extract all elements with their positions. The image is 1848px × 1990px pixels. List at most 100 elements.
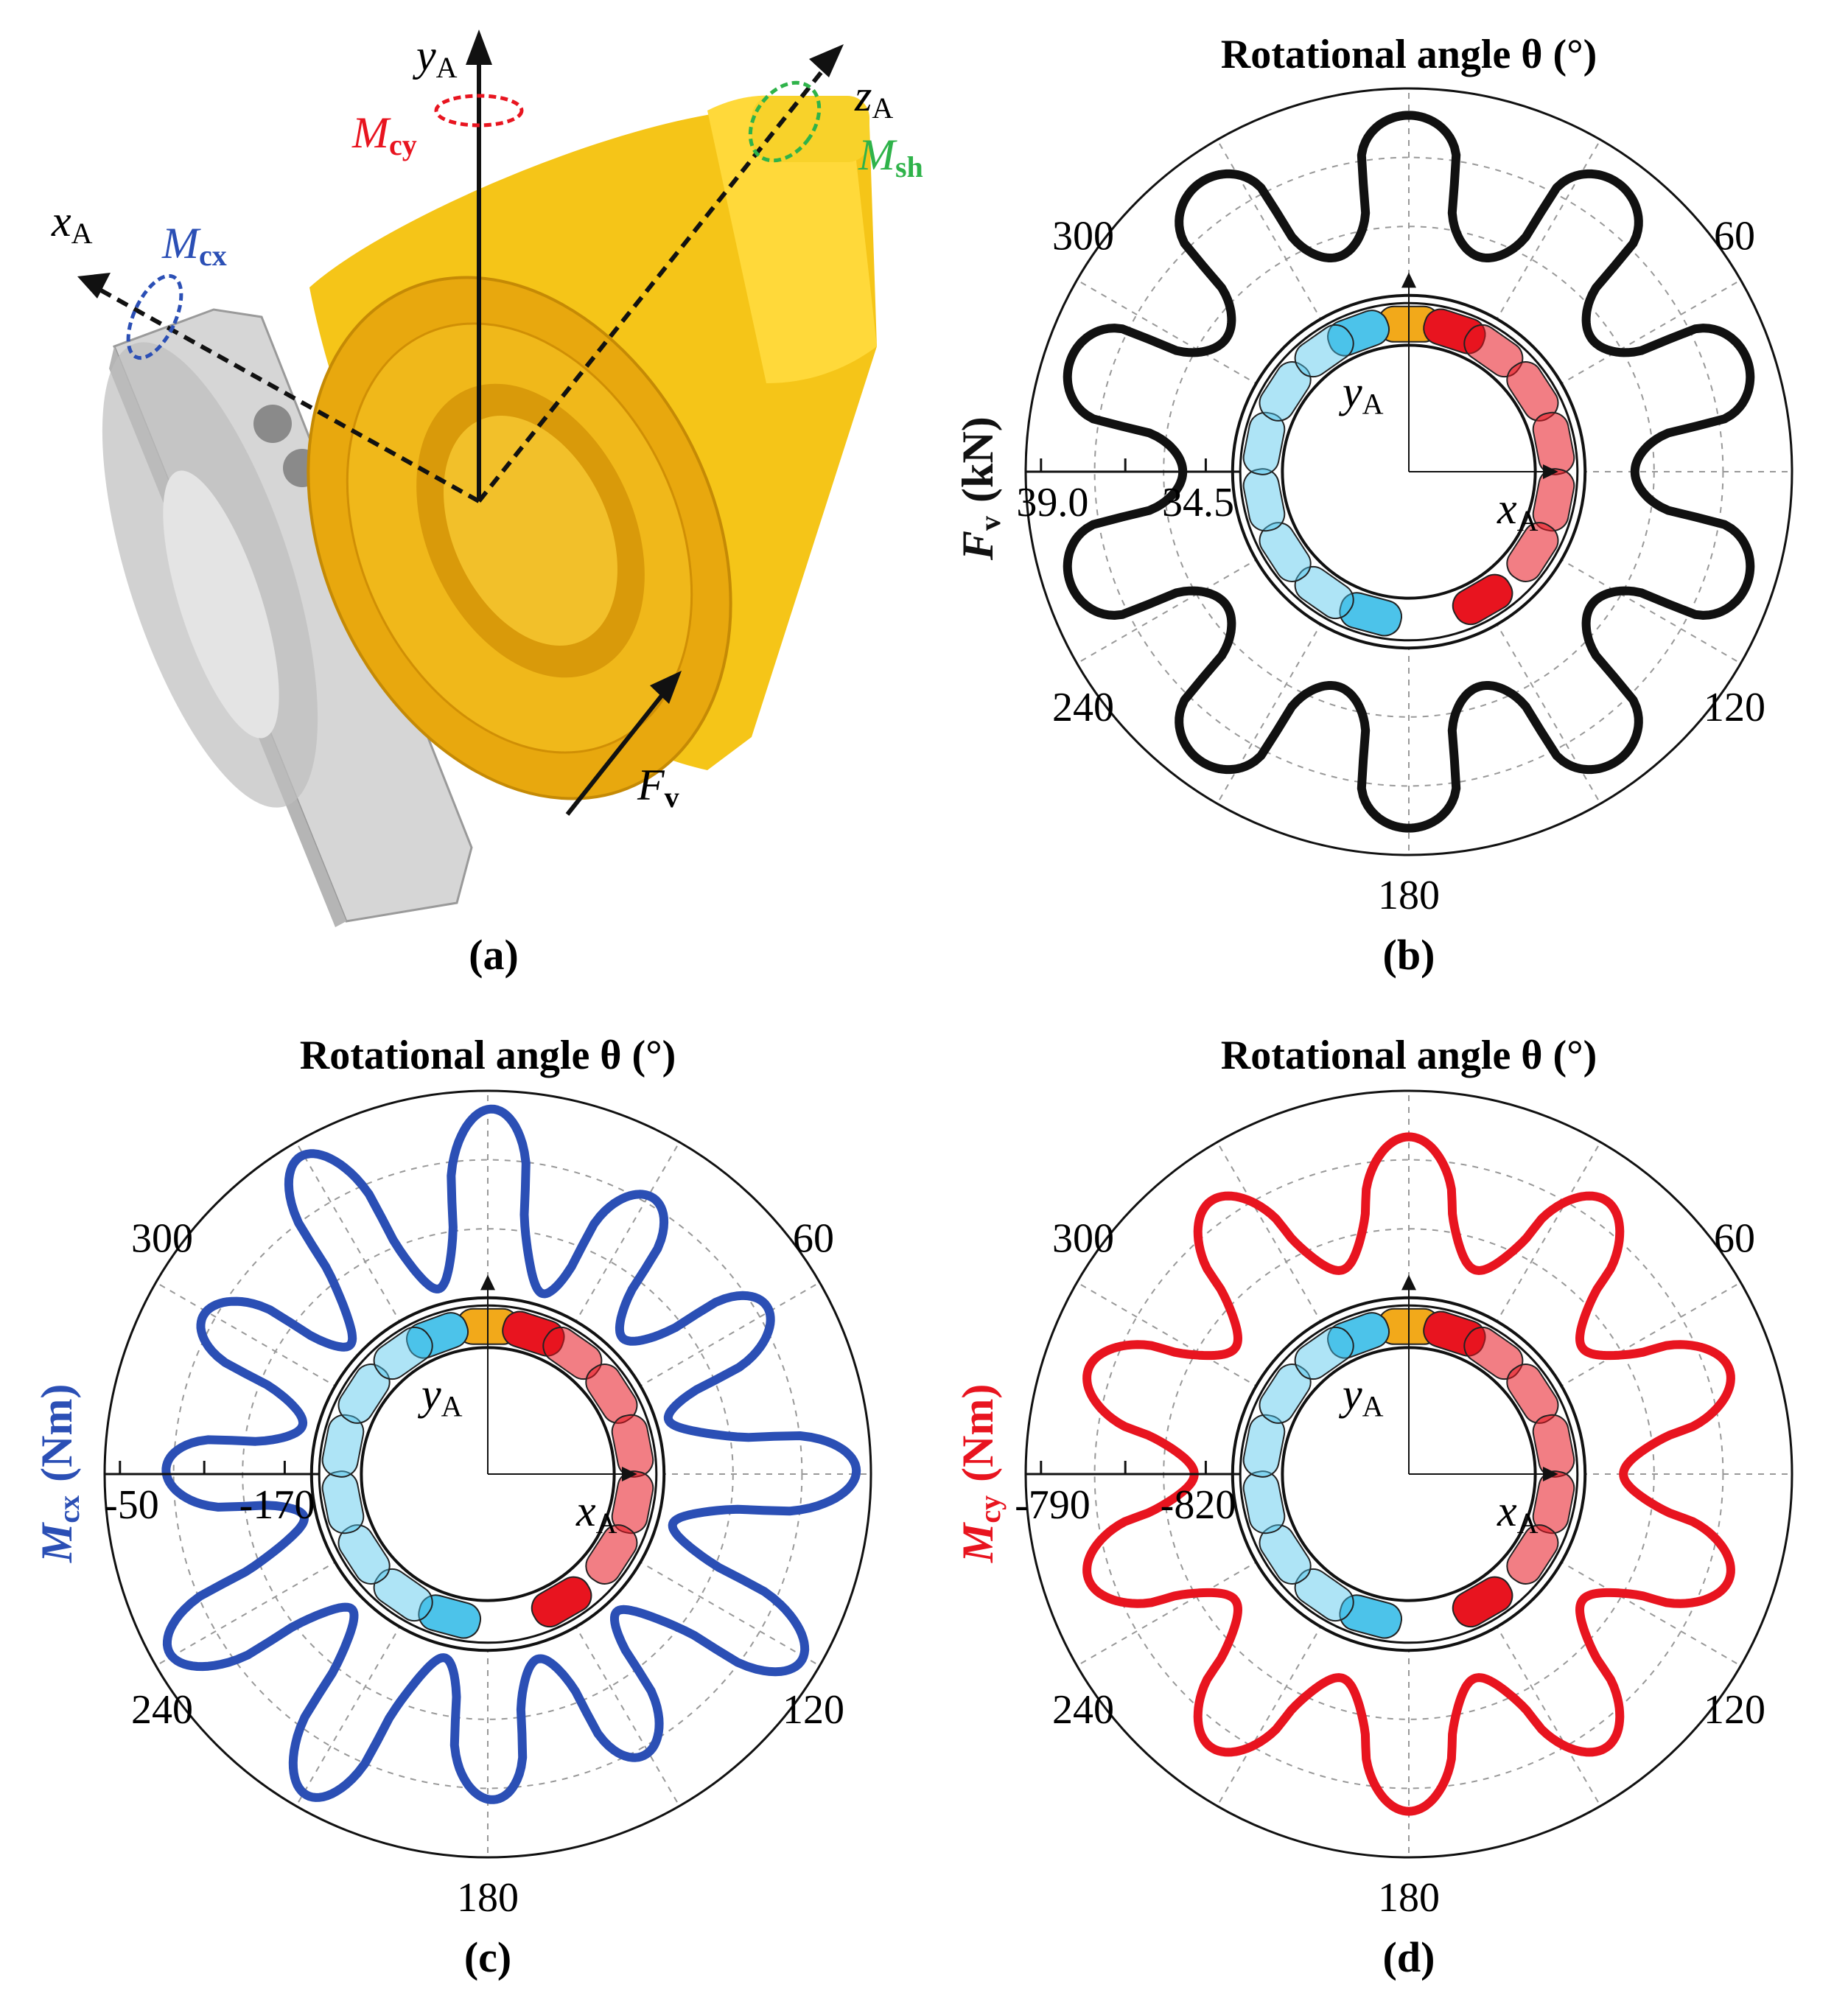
chart-title: Rotational angle θ (°): [300, 1033, 676, 1078]
port-kidney: [1327, 1312, 1390, 1359]
ring-x-arrow: [622, 1467, 637, 1481]
angle-label: 240: [1052, 1687, 1114, 1733]
moment-sh-label: Msh: [858, 130, 923, 184]
chart-title: Rotational angle θ (°): [1221, 32, 1597, 77]
angle-label: 180: [457, 1875, 519, 1921]
port-kidney: [1242, 1414, 1286, 1478]
polar-grid-spoke: [1558, 1282, 1741, 1389]
port-kidney: [1452, 573, 1513, 626]
angle-label: 120: [1704, 1687, 1765, 1733]
polar-grid-spoke: [1494, 1623, 1601, 1806]
ring-x-arrow: [1543, 464, 1558, 479]
angle-label: 180: [1378, 873, 1440, 918]
port-kidney: [1294, 324, 1354, 378]
angle-label: 120: [783, 1687, 844, 1733]
port-kidney: [1242, 1470, 1286, 1535]
ring-y-label: yA: [1338, 368, 1384, 421]
panel-caption: (c): [464, 1933, 511, 1981]
y-axis-label: yA: [412, 31, 458, 84]
angle-label: 240: [1052, 685, 1114, 730]
radial-tick-label: -50: [104, 1482, 159, 1528]
angle-label: 300: [131, 1215, 193, 1261]
polar-grid-spoke: [1077, 1560, 1260, 1666]
polar-grid-spoke: [1494, 139, 1601, 323]
panel-c: Rotational angle θ (°) yA xA -50 -170 Mcx(Nm)…: [32, 1033, 872, 1981]
radial-tick-label: -170: [239, 1482, 315, 1528]
chart-title: Rotational angle θ (°): [1221, 1033, 1597, 1078]
port-kidney: [1259, 361, 1312, 422]
moment-rings: [126, 80, 822, 360]
polar-grid-spoke: [1494, 1142, 1601, 1325]
port-kidney: [373, 1326, 433, 1380]
axis-arrowheads: [77, 29, 844, 704]
data-curve: [161, 1104, 861, 1804]
moment-cy-label: Mcy: [351, 108, 417, 161]
data-curve: [1063, 111, 1755, 833]
panel-d: Rotational angle θ (°) yA xA -790 -820 Mcy(Nm…: [953, 1033, 1793, 1981]
polar-grid-spoke: [1217, 621, 1323, 804]
ring-y-arrow: [1401, 272, 1416, 288]
port-kidney: [1242, 468, 1286, 532]
angle-label: 300: [1052, 1215, 1114, 1261]
port-kidney: [585, 1524, 638, 1585]
port-kidney: [1294, 565, 1354, 620]
ring-x-label: xA: [1497, 484, 1539, 537]
panel-caption: (b): [1383, 931, 1435, 979]
port-kidney: [418, 1594, 482, 1639]
data-curve: [1082, 1132, 1735, 1816]
port-kidney: [337, 1524, 391, 1585]
ring-x-arrow: [1543, 1467, 1558, 1481]
angle-label: 60: [1714, 213, 1755, 259]
radial-tick-label: -790: [1015, 1482, 1091, 1528]
port-kidney: [321, 1470, 365, 1535]
port-kidney: [373, 1568, 433, 1622]
polar-grid-spoke: [1494, 621, 1601, 804]
port-kidney: [1327, 310, 1390, 357]
panel-caption: (d): [1383, 1933, 1435, 1981]
port-kidney: [1339, 1594, 1403, 1639]
polar-grid-spoke: [1077, 1282, 1260, 1389]
angle-label: 120: [1704, 685, 1765, 730]
radial-tick-label: 39.0: [1016, 480, 1088, 526]
radial-tick-label: -820: [1161, 1482, 1236, 1528]
angle-label: 300: [1052, 213, 1114, 259]
port-kidney: [321, 1414, 365, 1478]
port-kidney: [1259, 1524, 1312, 1585]
port-kidney: [1294, 1568, 1354, 1622]
angle-label: 60: [793, 1215, 834, 1261]
angle-label: 180: [1378, 1875, 1440, 1921]
port-kidney: [531, 1576, 592, 1628]
force-label: Fv: [637, 761, 679, 814]
port-kidney: [1339, 592, 1403, 637]
panel-b: Rotational angle θ (°) yA xA 39.0 34.5 Fv(kN)…: [953, 32, 1793, 979]
ring-x-label: xA: [1497, 1487, 1539, 1540]
port-kidney: [1506, 522, 1559, 582]
port-kidney: [337, 1364, 391, 1424]
port-kidney: [1259, 522, 1312, 582]
ring-y-label: yA: [417, 1370, 463, 1423]
ring-y-label: yA: [1338, 1370, 1384, 1423]
port-kidney: [1452, 1576, 1513, 1628]
pump-body: [307, 95, 877, 800]
port-kidney: [1242, 411, 1286, 475]
port-kidney: [1294, 1326, 1354, 1380]
polar-grid-spoke: [1217, 1623, 1323, 1806]
quantity-label: Fv(kN): [953, 416, 1007, 561]
radial-tick-label: 34.5: [1162, 480, 1234, 526]
quantity-label: Mcx(Nm): [32, 1384, 85, 1563]
polar-grid-spoke: [1558, 1560, 1741, 1666]
end-plate: [102, 308, 473, 927]
quantity-label: Mcy(Nm): [953, 1384, 1007, 1563]
ring-x-label: xA: [575, 1487, 617, 1540]
angle-label: 60: [1714, 1215, 1755, 1261]
ring-y-arrow: [480, 1274, 495, 1291]
z-axis-label: zA: [854, 71, 893, 125]
polar-grid-spoke: [1217, 139, 1323, 323]
port-kidney: [406, 1312, 469, 1359]
port-kidney: [1506, 1524, 1559, 1585]
ring-y-arrow: [1401, 1274, 1416, 1291]
panel-a: yA zA xA Mcy Msh Mcx Fv (a): [51, 29, 923, 979]
moment-cx-label: Mcx: [161, 219, 227, 272]
port-kidney: [1259, 1364, 1312, 1424]
